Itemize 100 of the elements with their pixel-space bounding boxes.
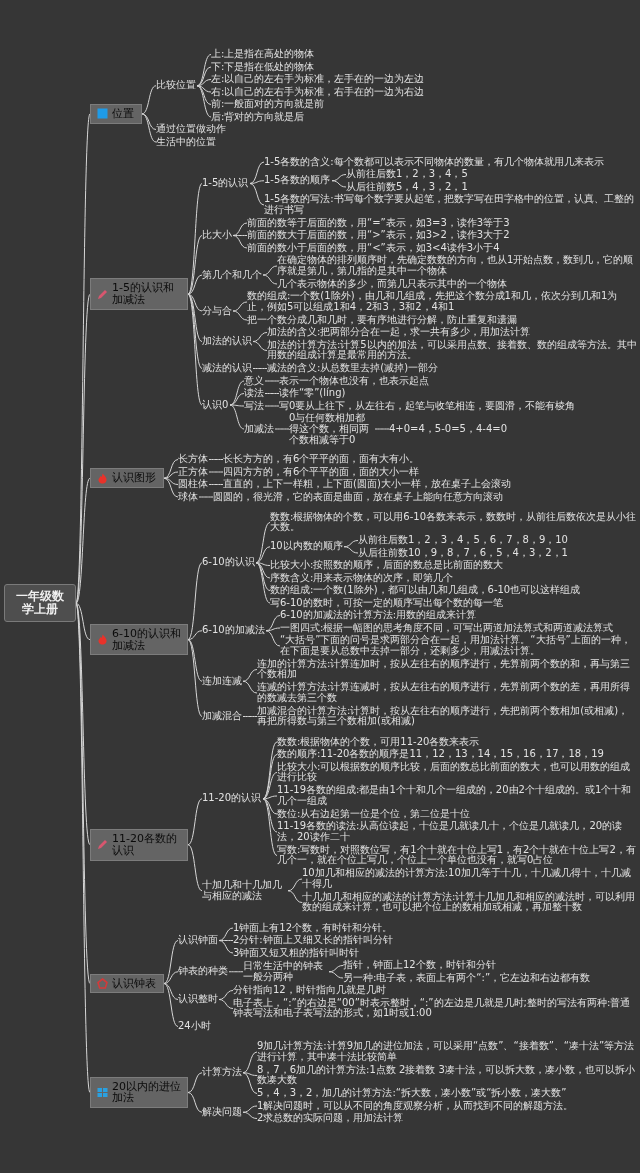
connector-line <box>163 940 179 984</box>
branch-label: 读法 <box>244 388 265 399</box>
connector-line <box>187 639 203 717</box>
connector-line <box>187 844 203 892</box>
leaf-text: 1-5各数的写法:书写每个数字要从起笔，把数字写在田字格中的位置，认真、工整的进行书写 <box>264 194 637 216</box>
connector-line <box>163 459 179 479</box>
leaf-text: 写数:写数时，对照数位写，有1个十就在十位上写1，有2个十就在十位上写2，有几个一，就在个位上写几，个位上一个单位也没有，就写0占位 <box>277 844 637 867</box>
branch-label: 认识整时 <box>178 994 219 1005</box>
connector-line <box>208 484 224 485</box>
leaf-text: 几个表示物体的多少，而第几只表示其中的一个物体 <box>277 278 508 290</box>
topic-label: 20以内的进位加法 <box>112 1080 181 1105</box>
leaf-text: 8，7，6加几的计算方法:1点数 2接着数 3凑十法，可以拆大数，凑小数，也可以拆小数凑大数 <box>257 1064 637 1087</box>
connector-line <box>287 878 303 892</box>
connector-line <box>242 1072 258 1076</box>
leaf-text: 一图四式:根据一幅图的思考角度不同，可写出两道加法算式和两道减法算式 <box>280 622 615 634</box>
connector-line <box>262 795 278 800</box>
branch-label: 十加几和十几加几与相应的减法 <box>202 879 288 902</box>
connector-line <box>218 927 234 941</box>
branch-label: 意义 <box>244 375 265 387</box>
leaf-text: 前面的数等于后面的数，用“=”表示，如3=3，读作3等于3 <box>247 217 511 229</box>
branch-label: 钟表的种类 <box>178 966 229 978</box>
leaf-text: 11-19各数的读法:从高位读起，十位是几就读几十，个位是几就读几，20的读法，20读作二十 <box>277 821 637 843</box>
connector-line <box>229 404 245 430</box>
leaf-text: 前:一般面对的方向就是前 <box>211 99 326 110</box>
branch-label: 加减混合 <box>202 711 243 722</box>
connector-line <box>229 393 245 406</box>
connector-line <box>187 274 203 295</box>
connector-line <box>187 293 203 342</box>
branch-label: 分与合 <box>202 305 233 317</box>
central-topic-box: 一年级数学上册 <box>4 584 76 623</box>
connector-line <box>249 180 265 184</box>
topic-box <box>90 468 164 489</box>
leaf-text: 在确定物体的排列顺序时，先确定数数的方向，也从1开始点数，数到几，它的顺序就是第几，第几指的是其中一个物体 <box>277 255 637 277</box>
connector-line <box>187 639 203 682</box>
connector-line <box>249 183 265 206</box>
leaf-text: 表示一个物体也没有，也表示起点 <box>279 375 430 387</box>
leaf-text: 另一种:电子表，表面上有两个“:”，它左边和右边都有数 <box>343 972 592 984</box>
connector-line <box>262 274 278 285</box>
branch-label: 10以内数的顺序 <box>270 541 344 553</box>
connector-line <box>196 85 212 118</box>
connector-line <box>374 428 390 430</box>
connector-line <box>343 546 359 554</box>
branch-label: 加减法 <box>244 423 275 435</box>
connector-line <box>75 602 91 641</box>
connector-line <box>265 615 281 632</box>
connector-line <box>75 477 91 604</box>
connector-line <box>331 180 347 188</box>
leaf-text: 直直的，上下一样粗，上下面(圆面)大小一样，放在桌子上会滚动 <box>223 479 512 490</box>
leaf-text: 1钟面上有12个数，有时针和分针。 <box>233 922 394 934</box>
branch-label: 写法 <box>244 400 265 412</box>
leaf-text: 24小时 <box>178 1021 212 1032</box>
leaf-text: 6-10的加减法的计算方法:用数的组成来计算 <box>280 610 478 621</box>
connector-line <box>198 496 214 498</box>
leaf-text: 圆圆的，很光滑，它的表面是曲面，放在桌子上能向任意方向滚动 <box>213 491 504 503</box>
topic-box <box>90 1076 188 1109</box>
leaf-text: 2求总数的实际问题，用加法计算 <box>257 1113 405 1124</box>
connector-line <box>187 798 203 846</box>
connector-line <box>262 798 278 833</box>
topic-label: 1-5的认识和加减法 <box>112 282 175 306</box>
leaf-text: 写0要从上往下，从左往右，起笔与收笔相连，要圆滑，不能有棱角 <box>279 400 577 412</box>
connector-line <box>252 341 268 351</box>
leaf-text: 比较大小:按照数的顺序，后面的数总是比前面的数大 <box>270 560 505 571</box>
branch-label: 0与任何数相加都得这个数，相同两个数相减等于0 <box>289 413 375 446</box>
branch-label: 1-5各数的顺序 <box>264 175 332 187</box>
leaf-text: 1-5各数的含义:每个数都可以表示不同物体的数量，有几个物体就用几来表示 <box>264 156 605 168</box>
leaf-text: 4+0=4，5-0=5，4-4=0 <box>389 423 508 435</box>
connector-line <box>232 222 248 236</box>
connector-line <box>328 971 344 979</box>
topic-box <box>90 828 188 861</box>
topic-label: 认识钟表 <box>112 977 156 990</box>
leaf-text: “大括号”下面的问号是求两部分合在一起，用加法计算。“大括号”上面的一种，在下面是要从总数中去掉一部分，还剩多少，用减法计算。 <box>280 635 637 657</box>
branch-label: 1-5的认识 <box>202 178 250 189</box>
branch-label: 比大小 <box>202 230 233 241</box>
connector-line <box>242 669 258 682</box>
leaf-text: 连减的计算方法:计算连减时，按从左往右的顺序进行，先算前两个数的差，再用所得的数减去第三个数 <box>257 682 637 704</box>
connector-line <box>242 1105 258 1113</box>
leaf-text: 四四方方的，有6个平平的面，面的大小一样 <box>223 466 421 478</box>
connector-line <box>252 368 268 369</box>
connector-line <box>242 1051 258 1074</box>
connector-line <box>208 459 224 460</box>
connector-line <box>196 54 212 87</box>
leaf-text: 通过位置做动作 <box>156 124 227 135</box>
connector-line <box>343 540 359 548</box>
connector-line <box>229 404 245 407</box>
branch-label: 减法的认识 <box>202 363 253 374</box>
connector-line <box>187 562 203 641</box>
leaf-text: 前面的数小于后面的数，用“<”表示，如3<4读作3小于4 <box>247 242 501 254</box>
connector-line <box>232 301 248 312</box>
connector-line <box>264 393 280 394</box>
connector-line <box>249 161 265 184</box>
connector-line <box>265 627 281 632</box>
connector-line <box>218 999 234 1009</box>
connector-line <box>163 983 179 1000</box>
leaf-text: 写6-10的数时，可按一定的顺序写出每个数的每一笔 <box>270 597 504 609</box>
connector-line <box>208 471 224 473</box>
branch-label: 第几个和几个 <box>202 269 263 281</box>
connector-line <box>252 332 268 342</box>
connector-line <box>187 293 203 369</box>
branch-label: 认识钟面 <box>178 935 219 946</box>
connector-line <box>232 310 248 321</box>
